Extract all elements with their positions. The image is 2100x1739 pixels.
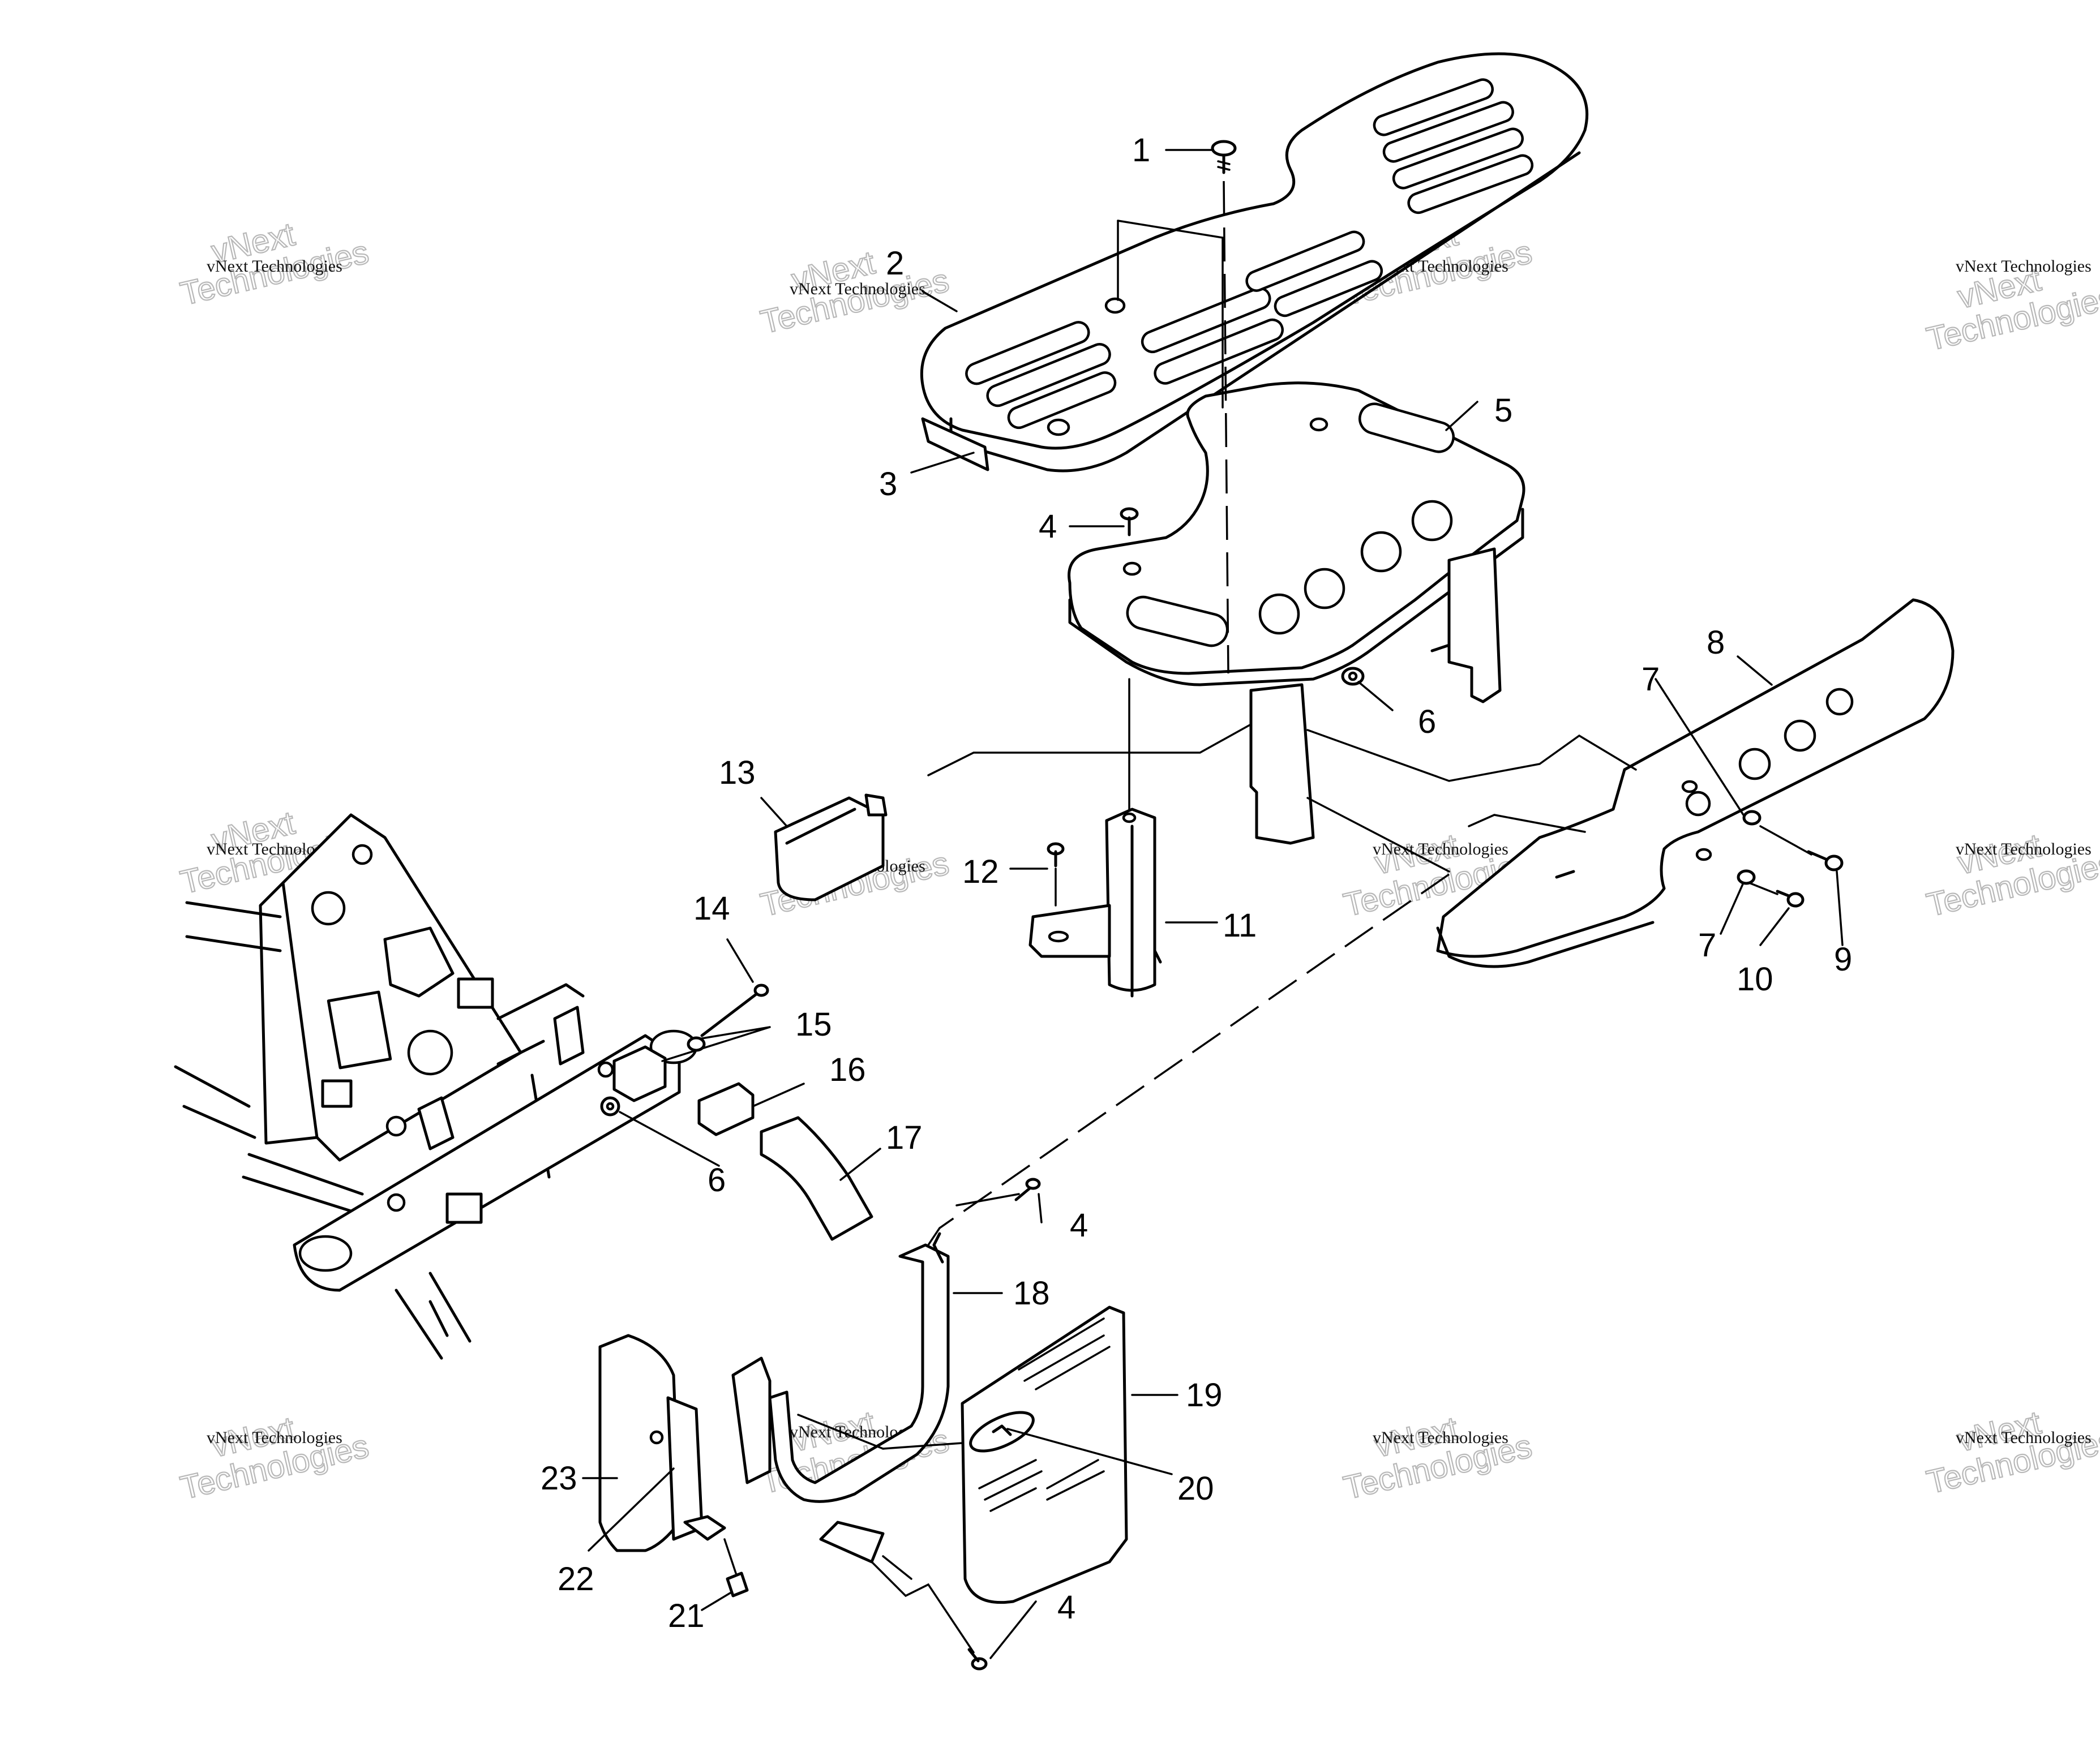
callout-16: 16 — [829, 1051, 866, 1088]
callout-14: 14 — [693, 890, 730, 927]
watermark-mid-right: vNext Technologies — [1923, 826, 2100, 924]
screw-part-4-mid — [1014, 1178, 1041, 1201]
callout-15: 15 — [795, 1006, 832, 1043]
callout-3: 3 — [879, 466, 897, 503]
watermark-small: vNext Technologies — [207, 257, 342, 276]
screw-part-4-upper — [1120, 507, 1139, 536]
callout-labels: 1 2 3 4 5 6 7 8 7 9 10 11 12 13 14 15 16… — [541, 132, 1852, 1634]
bumper-fasteners — [1737, 810, 1844, 908]
callout-4-mid: 4 — [1070, 1207, 1088, 1244]
screw-part-4-bottom — [967, 1648, 988, 1671]
assembly-lines — [723, 181, 1812, 1654]
callout-10: 10 — [1737, 961, 1773, 998]
callout-18: 18 — [1013, 1275, 1050, 1312]
vehicle-frame — [174, 813, 698, 1360]
watermark-small: vNext Technologies — [1956, 840, 2092, 858]
callout-leaders — [582, 149, 1844, 1659]
bolt-9 — [1807, 850, 1844, 871]
clip-part-21 — [726, 1571, 749, 1598]
mount-block-15 — [612, 1036, 706, 1102]
mud-flap-19 — [961, 1306, 1128, 1604]
callout-20: 20 — [1177, 1470, 1214, 1507]
watermark-small: vNext Technologies — [1956, 1428, 2092, 1447]
mud-flap-bracket-18 — [731, 1232, 950, 1564]
washer-7-lower — [1737, 869, 1756, 885]
callout-9: 9 — [1834, 941, 1852, 978]
bracket-part-11 — [1028, 808, 1162, 998]
watermark-bottom-left: vNext Technologies — [177, 1409, 373, 1507]
watermark-small: vNext Technologies — [1373, 1428, 1508, 1447]
callout-17: 17 — [886, 1119, 923, 1156]
callout-5: 5 — [1494, 392, 1512, 429]
callout-4-upper: 4 — [1039, 508, 1057, 545]
nut-part-6-upper — [1341, 667, 1365, 686]
watermark-small: vNext Technologies — [790, 280, 925, 298]
callout-11: 11 — [1223, 907, 1257, 944]
support-tube-17 — [760, 1116, 873, 1241]
guard-plate-23 — [598, 1334, 726, 1552]
watermark-small: vNext Technologies — [207, 1428, 342, 1447]
callout-12: 12 — [962, 853, 999, 890]
callout-1: 1 — [1132, 132, 1150, 169]
watermark-bottom-right-center: vNext Technologies — [1340, 1409, 1536, 1507]
nut-part-6-lower — [600, 1096, 620, 1117]
callout-2: 2 — [886, 245, 904, 282]
callout-7-upper: 7 — [1642, 661, 1660, 698]
callout-6-lower: 6 — [708, 1162, 726, 1199]
callout-21: 21 — [668, 1598, 705, 1634]
rear-bumper — [1436, 598, 1955, 968]
rear-rack — [920, 52, 1589, 473]
callout-4-bottom: 4 — [1057, 1589, 1075, 1626]
callout-13: 13 — [719, 754, 756, 791]
callout-22: 22 — [558, 1561, 594, 1598]
callout-23: 23 — [541, 1460, 577, 1497]
bolt-10 — [1776, 890, 1805, 908]
callout-8: 8 — [1707, 624, 1725, 661]
tail-light — [774, 793, 888, 901]
callout-19: 19 — [1186, 1377, 1223, 1414]
washer-7-upper — [1742, 810, 1762, 826]
callout-7-lower: 7 — [1698, 927, 1716, 964]
rubber-block-16 — [697, 1082, 755, 1136]
screw-part-12 — [1047, 842, 1065, 868]
rack-support — [1068, 381, 1525, 845]
long-bolt-14 — [700, 984, 769, 1037]
screw-part-1 — [1211, 140, 1237, 174]
reflector — [921, 417, 989, 471]
callout-6-upper: 6 — [1418, 703, 1436, 740]
watermark-small: vNext Technologies — [1956, 257, 2092, 276]
